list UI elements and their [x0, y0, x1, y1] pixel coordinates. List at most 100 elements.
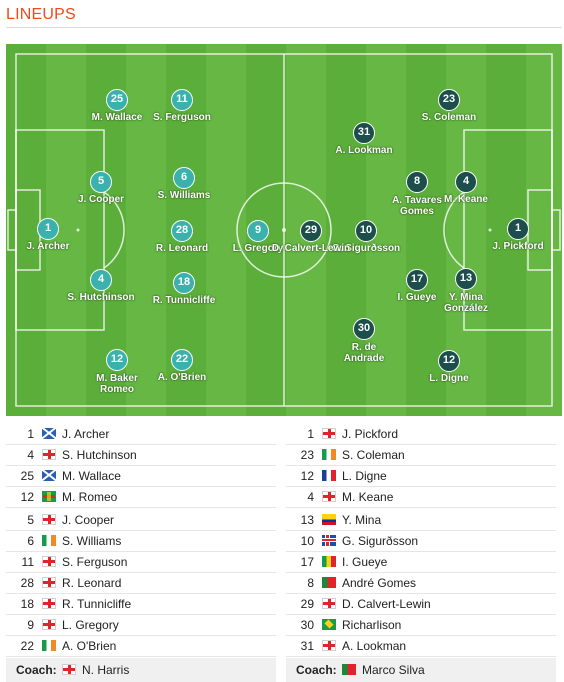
list-item[interactable]: 11 S. Ferguson: [6, 552, 276, 573]
shirt-number: 30: [300, 618, 314, 632]
player-number: 13: [455, 268, 477, 290]
player-number: 23: [438, 89, 460, 111]
england-flag-icon: [42, 598, 56, 609]
coach-label: Coach:: [296, 663, 337, 677]
list-item[interactable]: 28 R. Leonard: [6, 573, 276, 594]
scotland-flag-icon: [42, 428, 56, 439]
player-name: Y. Mina: [342, 513, 382, 527]
list-item[interactable]: 22 A. O'Brien: [6, 636, 276, 657]
player-name: M. Romeo: [62, 490, 118, 504]
england-flag-icon: [322, 428, 336, 439]
shirt-number: 18: [20, 597, 34, 611]
player-name: R. Leonard: [62, 576, 122, 590]
list-item[interactable]: 30 Richarlison: [286, 615, 556, 636]
player-name: L. Gregory: [62, 618, 119, 632]
england-flag-icon: [42, 556, 56, 567]
player-name: A. O'Brien: [62, 639, 117, 653]
portugal-flag-icon: [342, 664, 356, 675]
england-flag-icon: [42, 449, 56, 460]
shirt-number: 17: [300, 555, 314, 569]
player-name: Richarlison: [342, 618, 402, 632]
player-number: 1: [37, 218, 59, 240]
section-title: LINEUPS: [6, 6, 76, 23]
player-number: 17: [406, 269, 428, 291]
player-name: D. Calvert-Lewin: [342, 597, 431, 611]
list-item[interactable]: 18 R. Tunnicliffe: [6, 594, 276, 615]
player-name: Y. Mina González: [444, 292, 488, 314]
shirt-number: 1: [307, 427, 314, 441]
player-name: S. Hutchinson: [67, 292, 135, 303]
list-item[interactable]: 12 L. Digne: [286, 466, 556, 487]
ireland-flag-icon: [322, 449, 336, 460]
player-number: 18: [173, 272, 195, 294]
ireland-flag-icon: [42, 535, 56, 546]
ireland-flag-icon: [42, 640, 56, 651]
shirt-number: 1: [27, 427, 34, 441]
england-flag-icon: [322, 640, 336, 651]
shirt-number: 29: [300, 597, 314, 611]
grenada-flag-icon: [42, 491, 56, 502]
home-coach-row[interactable]: Coach:N. Harris: [6, 658, 276, 682]
player-name: S. Williams: [157, 190, 211, 201]
shirt-number: 8: [307, 576, 314, 590]
coach-label: Coach:: [16, 663, 57, 677]
player-name: S. Coleman: [342, 448, 405, 462]
player-name: S. Ferguson: [62, 555, 128, 569]
scotland-flag-icon: [42, 470, 56, 481]
france-flag-icon: [322, 470, 336, 481]
iceland-flag-icon: [322, 535, 336, 546]
player-name: S. Ferguson: [153, 112, 211, 123]
player-number: 11: [171, 89, 193, 111]
list-item[interactable]: 1 J. Archer: [6, 424, 276, 445]
away-coach-row[interactable]: Coach:Marco Silva: [286, 658, 556, 682]
player-name: L. Gregory: [232, 243, 284, 254]
shirt-number: 9: [27, 618, 34, 632]
player-number: 6: [173, 167, 195, 189]
england-flag-icon: [62, 664, 76, 675]
player-number: 30: [353, 318, 375, 340]
shirt-number: 28: [20, 576, 34, 590]
player-name: M. Baker Romeo: [96, 373, 138, 395]
brazil-flag-icon: [322, 619, 336, 630]
player-name: A. Lookman: [335, 145, 393, 156]
player-name: A. O'Brien: [157, 372, 207, 383]
list-item[interactable]: 29 D. Calvert-Lewin: [286, 594, 556, 615]
colombia-flag-icon: [322, 514, 336, 525]
shirt-number: 22: [20, 639, 34, 653]
player-number: 4: [455, 171, 477, 193]
player-name: R. Tunnicliffe: [62, 597, 132, 611]
player-name: J. Archer: [62, 427, 110, 441]
player-name: D. Calvert-Lewin: [271, 243, 351, 254]
player-name: R. de Andrade: [343, 342, 385, 364]
player-name: A. Tavares Gomes: [392, 195, 442, 217]
pitch-markings: [7, 53, 561, 407]
list-item[interactable]: 13 Y. Mina: [286, 510, 556, 531]
title-divider: [6, 27, 562, 28]
shirt-number: 11: [21, 555, 34, 569]
shirt-number: 25: [20, 469, 34, 483]
shirt-number: 4: [307, 490, 314, 504]
player-name: M. Keane: [342, 490, 394, 504]
list-item[interactable]: 23 S. Coleman: [286, 445, 556, 466]
shirt-number: 23: [300, 448, 314, 462]
player-name: R. Leonard: [155, 243, 209, 254]
shirt-number: 12: [300, 469, 314, 483]
list-item[interactable]: 9 L. Gregory: [6, 615, 276, 636]
player-name: L. Digne: [342, 469, 387, 483]
player-number: 10: [355, 220, 377, 242]
player-number: 28: [171, 220, 193, 242]
player-name: S. Hutchinson: [62, 448, 137, 462]
list-item[interactable]: 4 M. Keane: [286, 487, 556, 508]
player-name: M. Wallace: [91, 112, 143, 123]
shirt-number: 13: [300, 513, 314, 527]
